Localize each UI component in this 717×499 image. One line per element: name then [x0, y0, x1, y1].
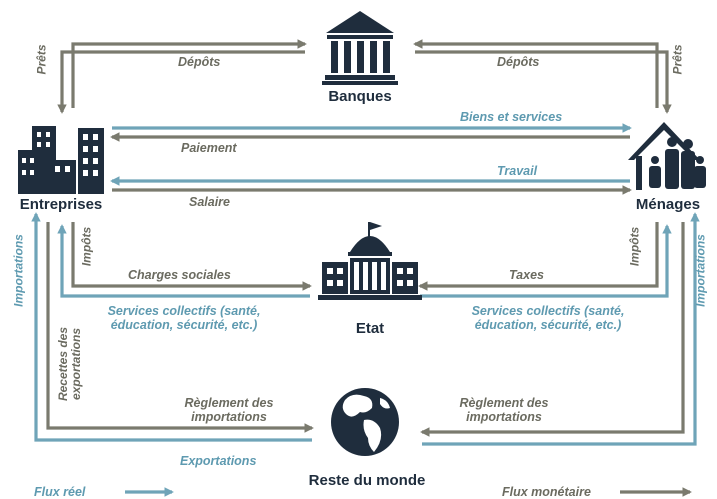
bank-icon — [322, 11, 398, 85]
label-importations-right: Importations — [693, 234, 708, 307]
label-charges-sociales: Charges sociales — [128, 268, 231, 282]
government-building-icon — [318, 222, 422, 300]
globe-icon — [331, 388, 399, 456]
arrow-exportations — [31, 212, 312, 442]
label-recettes-exportations: Recettes des exportations — [56, 326, 83, 402]
arrow-taxes — [418, 222, 659, 291]
label-services-collectifs-right: Services collectifs (santé, éducation, s… — [471, 304, 625, 332]
label-travail: Travail — [497, 164, 538, 178]
label-services-collectifs-left: Services collectifs (santé, éducation, s… — [107, 304, 261, 332]
label-taxes: Taxes — [509, 268, 544, 282]
label-depots-left: Dépôts — [178, 55, 221, 69]
arrow-services-collectifs-left — [57, 224, 310, 298]
arrow-prets-left — [57, 50, 305, 114]
node-banques: Banques — [328, 88, 392, 105]
label-reglement-left: Règlement des importations — [184, 396, 274, 424]
label-prets-right: Prêts — [670, 44, 685, 75]
family-house-icon — [628, 122, 706, 190]
label-reglement-right: Règlement des importations — [459, 396, 549, 424]
legend-flux-monetaire: Flux monétaire — [502, 485, 591, 499]
arrow-depots-left — [71, 39, 307, 108]
node-etat: Etat — [355, 320, 385, 337]
arrow-importations-right — [422, 212, 700, 446]
label-prets-left: Prêts — [34, 44, 49, 75]
arrow-reglement-left — [46, 222, 314, 433]
legend-flux-reel: Flux réel — [34, 485, 86, 499]
label-exportations: Exportations — [180, 454, 257, 468]
arrow-charges-sociales — [71, 222, 312, 291]
label-salaire: Salaire — [189, 195, 231, 209]
label-depots-right: Dépôts — [497, 55, 540, 69]
node-reste-du-monde: Reste du monde — [308, 472, 426, 489]
label-importations-left: Importations — [11, 234, 26, 307]
node-entreprises: Entreprises — [19, 196, 103, 213]
label-impots-right: Impôts — [627, 226, 642, 267]
label-paiement: Paiement — [181, 141, 237, 155]
arrow-reglement-right — [420, 222, 685, 437]
arrow-depots-right — [413, 39, 659, 108]
node-menages: Ménages — [635, 196, 701, 213]
arrow-services-collectifs-right — [420, 224, 672, 298]
buildings-icon — [18, 126, 104, 194]
label-impots-left: Impôts — [79, 226, 94, 267]
label-biens-services: Biens et services — [460, 110, 563, 124]
arrow-prets-right — [415, 50, 672, 114]
